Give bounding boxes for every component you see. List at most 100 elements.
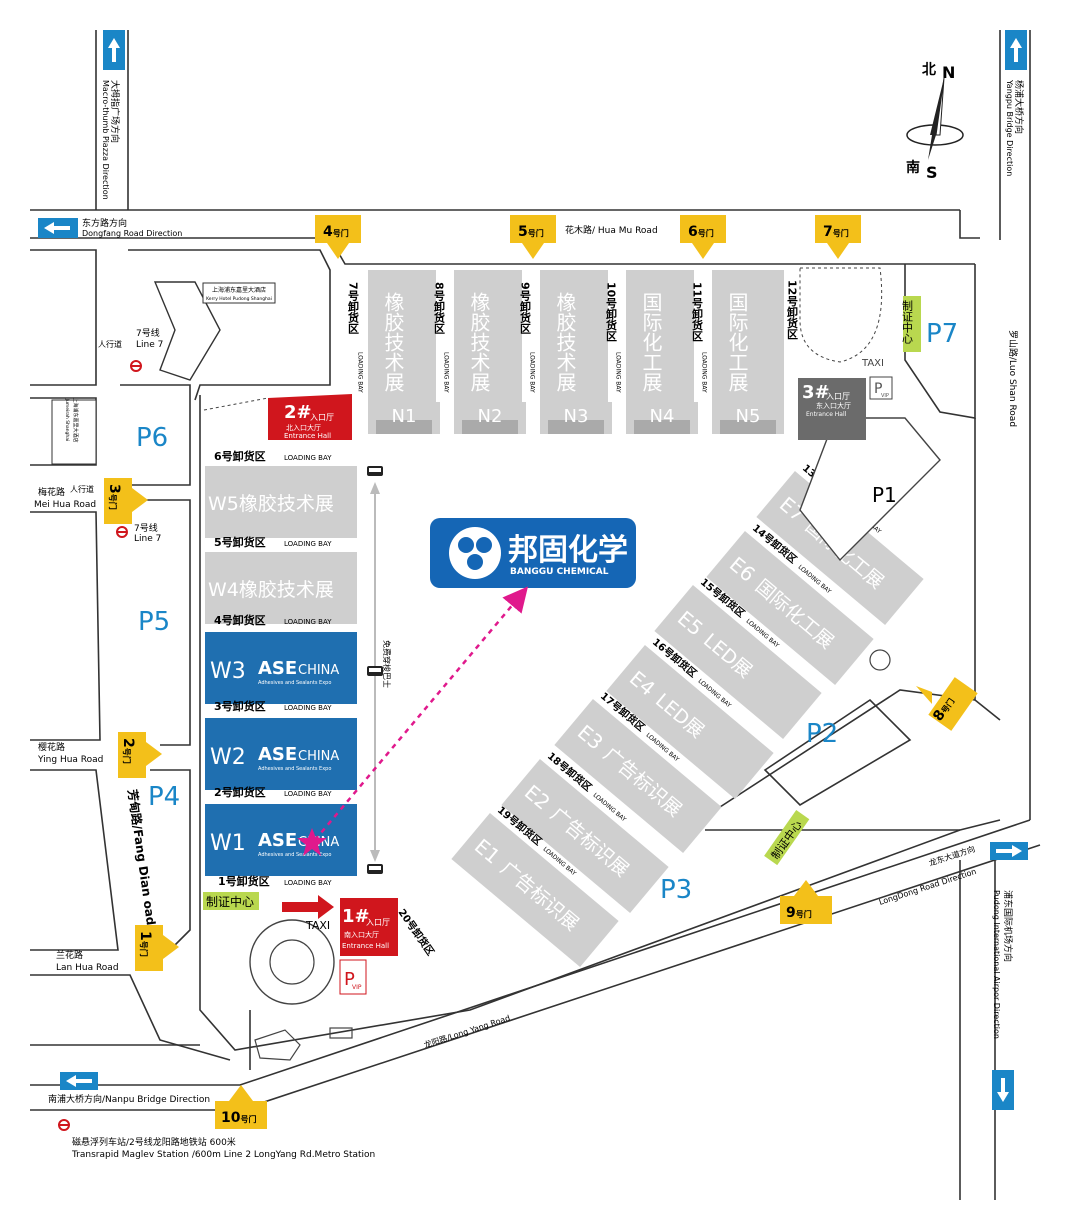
lan-hua-road-en: Lan Hua Road	[56, 963, 119, 973]
north-bay-en: LOADING BAY	[701, 352, 708, 393]
north-hall-id: N5	[736, 406, 761, 427]
dongfang-direction-en: Dongfang Road Direction	[82, 229, 182, 238]
north-bay-label: 11号卸货区	[691, 282, 705, 342]
hotel-building: 上海浦东嘉里大酒店 Kerry Hotel Pudong Shanghai	[153, 281, 276, 381]
brand-name-cn: 邦固化学	[508, 533, 628, 568]
parking-p3: P3	[660, 875, 692, 905]
hotel-name-cn: 上海浦东嘉里大酒店	[212, 286, 266, 294]
hotel2-sign: 上海浦东嘉里大酒店 Jumeirah Shanghai	[51, 397, 97, 465]
parking-p6: P6	[136, 423, 168, 453]
entrance-3-number: 3#	[802, 382, 830, 403]
west-hall-id: W3	[210, 659, 246, 684]
north-taxi-label: TAXI	[861, 358, 884, 369]
p1-area	[799, 417, 941, 562]
bus-icon	[367, 864, 383, 874]
entrance-2-cn1: 入口厅	[310, 413, 334, 422]
entrance-1-cn2: 南入口大厅	[344, 930, 379, 939]
entrance-1-number: 1#	[342, 906, 370, 927]
parking-labels: P1 P2 P3 P4 P5 P6 P7	[136, 319, 958, 905]
metro-markers: 7号线 Line 7 人行道 7号线 Line 7 人行道 磁悬浮列车站/2号线…	[58, 327, 375, 1160]
gate-label: 5号门	[518, 224, 544, 240]
west-bay-label: 6号卸货区	[214, 449, 266, 463]
entrance-2-number: 2#	[284, 402, 312, 423]
gate-label: 3号门	[106, 484, 122, 510]
compass-south-cn: 南	[906, 159, 920, 176]
lan-hua-road-cn: 兰花路	[56, 949, 83, 961]
route-to-booth	[297, 586, 529, 856]
entrance-1-cn1: 入口厅	[366, 918, 390, 927]
gate-label: 7号门	[823, 224, 849, 240]
gate-2: 2号门	[118, 732, 162, 778]
north-bay-label: 10号卸货区	[605, 282, 619, 342]
vip-label-south: VIP	[352, 984, 362, 991]
north-bay-en: LOADING BAY	[529, 352, 536, 393]
bus-icon	[367, 666, 383, 676]
gate-1: 1号门	[135, 925, 179, 971]
hotel2-en: Jumeirah Shanghai	[64, 398, 70, 442]
loading-bay-1: 1号卸货区 LOADING BAY	[218, 874, 332, 888]
west-bay-label: 5号卸货区	[214, 535, 266, 549]
ase-logo-name: ASE	[258, 658, 297, 679]
ase-logo-china: CHINA	[298, 663, 339, 678]
entrance-3-cn2: 东入口大厅	[816, 401, 851, 410]
west-hall-id: W1	[210, 831, 246, 856]
west-bay-en: LOADING BAY	[284, 618, 332, 626]
ase-logo-sub: Adhesives and Sealants Expo	[258, 766, 331, 772]
macro-thumb-direction: 大拇指广场方向	[109, 80, 121, 143]
north-taxi-area: TAXI	[799, 267, 884, 369]
gate-3: 3号门	[104, 478, 148, 524]
north-bay-en: LOADING BAY	[357, 352, 364, 393]
banggu-logo: 邦固化学 BANGGU CHEMICAL	[430, 518, 636, 588]
west-bay-en: LOADING BAY	[284, 454, 332, 462]
red-arrow-icon	[282, 895, 334, 919]
west-hall-label: W4橡胶技术展	[208, 579, 334, 601]
yangpu-direction-en: Yangpu Bridge Direction	[1005, 79, 1014, 176]
gate-label: 10号门	[221, 1110, 256, 1126]
compass-south-en: S	[926, 163, 938, 182]
north-hall-cn: 橡胶技术展	[381, 292, 405, 392]
north-hall-id: N2	[478, 406, 503, 427]
entrance-2-cn2: 北入口大厅	[286, 423, 321, 432]
entrance-3-en: Entrance Hall	[806, 411, 847, 418]
north-hall-id: N3	[564, 406, 589, 427]
direction-arrow-icon	[990, 842, 1028, 860]
luo-shan-road: 罗山路/Luo Shan Road	[1007, 330, 1019, 427]
sidewalk-label-2: 人行道	[70, 484, 94, 494]
line7-label-en-2: Line 7	[134, 534, 161, 544]
yangpu-direction: 杨浦大桥方向	[1013, 80, 1025, 134]
brand-name-en: BANGGU CHEMICAL	[510, 567, 609, 577]
direction-arrow-icon	[60, 1072, 98, 1090]
direction-arrow-icon	[103, 30, 125, 70]
building-icon	[254, 649, 891, 1061]
entrance-hall-1: 1# 入口厅 南入口大厅 Entrance Hall	[282, 895, 398, 956]
vip-p-north: P	[874, 381, 882, 397]
south-taxi-area: TAXI	[249, 919, 335, 1005]
metro-icon	[116, 526, 128, 538]
road-network	[30, 30, 1041, 1200]
mei-hua-road-en: Mei Hua Road	[34, 500, 96, 510]
loading-bay-20: 20号卸货区	[396, 906, 438, 958]
dongfang-direction: 东方路方向	[82, 217, 127, 229]
parking-p1: P1	[872, 483, 897, 507]
gate-8: 8号门	[916, 677, 978, 731]
mei-hua-road-cn: 梅花路	[38, 486, 65, 498]
cert-center-east: 制证中心	[764, 810, 810, 866]
shuttle-label: 免费穿梭巴士	[382, 640, 392, 688]
gate-4: 4号门	[315, 215, 361, 259]
entrance-2-en: Entrance Hall	[284, 432, 331, 440]
north-hall-cn: 橡胶技术展	[553, 292, 577, 392]
ase-logo-name: ASE	[258, 830, 297, 851]
vip-parking-south: P VIP	[339, 959, 367, 995]
west-hall-w4: 5号卸货区 LOADING BAY W4橡胶技术展	[205, 535, 357, 624]
star-marker-icon	[297, 828, 327, 856]
entrance-hall-3: 3# 入口厅 东入口大厅 Entrance Hall	[798, 378, 866, 440]
vip-p-south: P	[344, 969, 355, 990]
loading-bay-1-en: LOADING BAY	[284, 879, 332, 887]
gate-label: 2号门	[120, 738, 136, 764]
